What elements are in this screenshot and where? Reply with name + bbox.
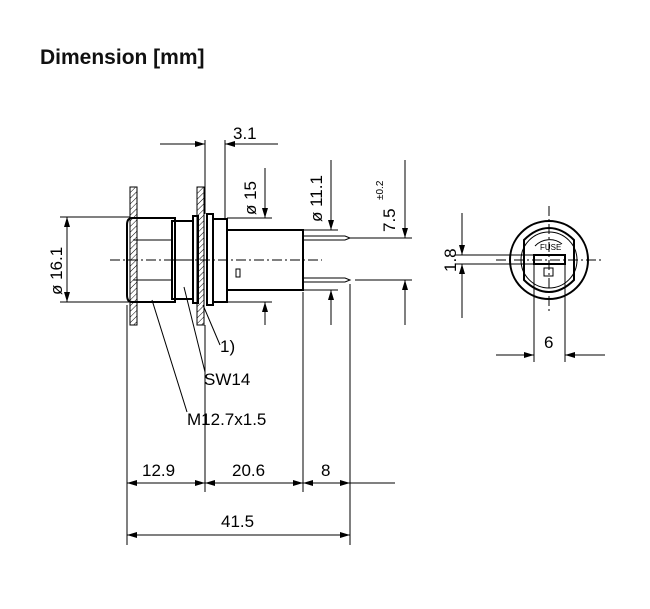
dim-len-total: 41.5 [221,512,254,531]
panel-hatch-left [129,186,138,326]
dim-len-pins: 8 [321,461,330,480]
dim-pin-spacing-tolerance: ±0.2 [375,180,386,200]
pin-bottom [303,277,352,283]
dim-flange-thickness: 3.1 [233,124,257,143]
callout-thread: M12.7x1.5 [187,410,266,429]
dim-diameter-11: ø 11.1 [307,175,326,222]
marking [235,268,241,278]
dim-slot-height: 1.8 [441,248,460,272]
dim-slot-width: 6 [544,333,553,352]
side-view: 3.1 ø 16.1 ø 15 ø 11.1 7.5 ±0.2 1) SW14 … [47,124,412,545]
front-view: FUSE 1.8 6 [441,206,605,362]
front-cap [126,217,176,303]
dim-diameter-front: ø 16.1 [47,247,66,295]
washer [192,215,199,304]
callout-note: 1) [220,337,235,356]
callout-wrench-size: SW14 [204,370,250,389]
dim-len-body: 20.6 [232,461,265,480]
pin-top [303,235,352,241]
page-title: Dimension [mm] [40,46,205,69]
dim-diameter-15: ø 15 [241,181,260,215]
dim-pin-spacing: 7.5 [380,208,399,232]
dim-len-front: 12.9 [142,461,175,480]
fuse-label: FUSE [540,243,561,252]
